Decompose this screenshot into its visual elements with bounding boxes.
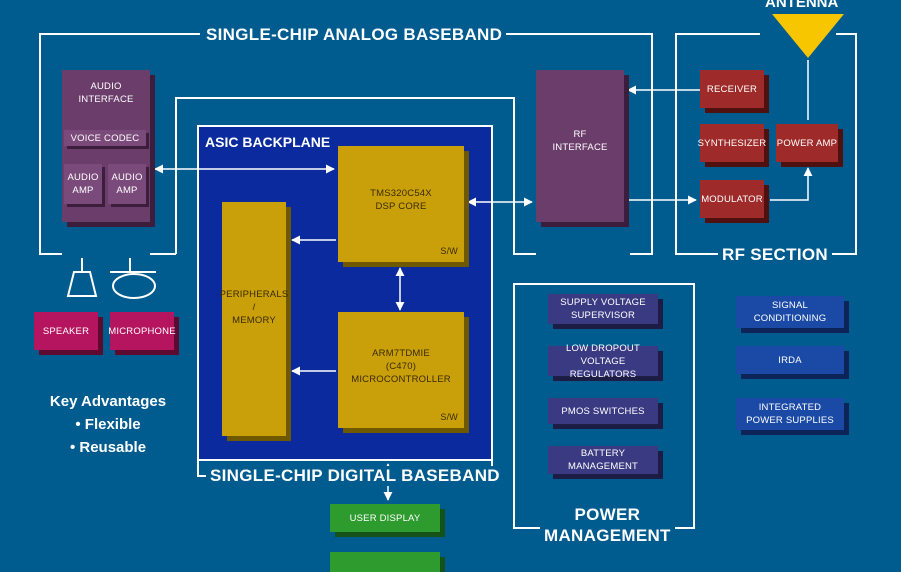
pmos-switches-label: PMOS SWITCHES (561, 405, 645, 417)
audio-amp-1-block[interactable]: AUDIO AMP (64, 164, 102, 204)
digital-baseband-frame (197, 460, 206, 477)
peripherals-memory-block[interactable]: PERIPHERALS / MEMORY (219, 202, 289, 436)
microphone-icon (112, 273, 156, 299)
audio-interface-label: AUDIO INTERFACE (78, 81, 134, 105)
power-amp-label: POWER AMP (776, 137, 838, 149)
rf-section-title: RF SECTION (718, 245, 832, 265)
synthesizer-block[interactable]: SYNTHESIZER (697, 124, 767, 162)
power-title-line1: POWER (574, 505, 641, 524)
battery-management-block[interactable]: BATTERY MANAGEMENT (548, 446, 658, 474)
irda-block[interactable]: IRDA (736, 346, 844, 374)
pmos-switches-block[interactable]: PMOS SWITCHES (548, 398, 658, 424)
audio-amp-2-block[interactable]: AUDIO AMP (108, 164, 146, 204)
modulator-block[interactable]: MODULATOR (700, 180, 764, 218)
receiver-block[interactable]: RECEIVER (700, 70, 764, 108)
digital-baseband-title: SINGLE-CHIP DIGITAL BASEBAND (206, 466, 504, 486)
synthesizer-label: SYNTHESIZER (697, 137, 767, 149)
user-display-block[interactable]: USER DISPLAY (330, 504, 440, 532)
irda-label: IRDA (778, 354, 802, 366)
modulator-label: MODULATOR (701, 193, 763, 205)
mcu-sw-label: S/W (440, 412, 458, 422)
supply-supervisor-block[interactable]: SUPPLY VOLTAGE SUPERVISOR (548, 294, 658, 324)
microphone-label: MICROPHONE (108, 325, 176, 337)
supply-supervisor-label: SUPPLY VOLTAGE SUPERVISOR (560, 297, 646, 321)
user-display-label: USER DISPLAY (349, 512, 421, 524)
analog-baseband-title: SINGLE-CHIP ANALOG BASEBAND (202, 25, 507, 45)
dsp-core-block[interactable]: TMS320C54X DSP CORE S/W (338, 146, 464, 262)
battery-management-label: BATTERY MANAGEMENT (567, 448, 639, 472)
analog-baseband-frame (39, 33, 200, 255)
speaker-label: SPEAKER (42, 325, 90, 337)
advantage-reusable: • Reusable (69, 439, 147, 456)
advantage-flexible: • Flexible (75, 416, 141, 433)
ldo-block[interactable]: LOW DROPOUT VOLTAGE REGULATORS (548, 343, 658, 380)
rf-section-frame (675, 33, 760, 255)
integrated-power-label: INTEGRATED POWER SUPPLIES (746, 402, 834, 426)
dsp-sw-label: S/W (440, 246, 458, 256)
rf-interface-block[interactable]: RF INTERFACE (536, 70, 624, 222)
ldo-label: LOW DROPOUT VOLTAGE REGULATORS (566, 342, 640, 380)
microphone-block[interactable]: MICROPHONE (108, 312, 176, 350)
green-block-partial[interactable] (330, 552, 440, 572)
audio-amp-2-label: AUDIO AMP (111, 172, 143, 196)
signal-conditioning-block[interactable]: SIGNAL CONDITIONING (736, 296, 844, 328)
key-advantages-title: Key Advantages (49, 393, 167, 410)
antenna-icon (772, 14, 844, 58)
antenna-label: ANTENNA (765, 0, 839, 11)
peripherals-memory-label: PERIPHERALS / MEMORY (219, 289, 289, 326)
integrated-power-block[interactable]: INTEGRATED POWER SUPPLIES (736, 398, 844, 430)
voice-codec-label: VOICE CODEC (70, 132, 140, 144)
rf-interface-label: RF INTERFACE (552, 129, 608, 153)
microcontroller-block[interactable]: ARM7TDMIE (C470) MICROCONTROLLER S/W (338, 312, 464, 428)
key-advantages: Key Advantages • Flexible • Reusable (36, 390, 180, 459)
voice-codec-block[interactable]: VOICE CODEC (64, 130, 146, 146)
asic-title: ASIC BACKPLANE (205, 134, 331, 150)
power-amp-block[interactable]: POWER AMP (776, 124, 838, 162)
speaker-icon (66, 271, 98, 297)
speaker-block[interactable]: SPEAKER (34, 312, 98, 350)
power-frame (513, 283, 695, 529)
microcontroller-label: ARM7TDMIE (C470) MICROCONTROLLER (351, 347, 451, 385)
power-title: POWER MANAGEMENT (540, 504, 675, 546)
inner-analog-frame (175, 97, 536, 255)
signal-conditioning-label: SIGNAL CONDITIONING (753, 300, 827, 324)
receiver-label: RECEIVER (706, 83, 758, 95)
power-title-line2: MANAGEMENT (544, 526, 671, 545)
audio-amp-1-label: AUDIO AMP (67, 172, 99, 196)
dsp-core-label: TMS320C54X DSP CORE (370, 188, 432, 212)
